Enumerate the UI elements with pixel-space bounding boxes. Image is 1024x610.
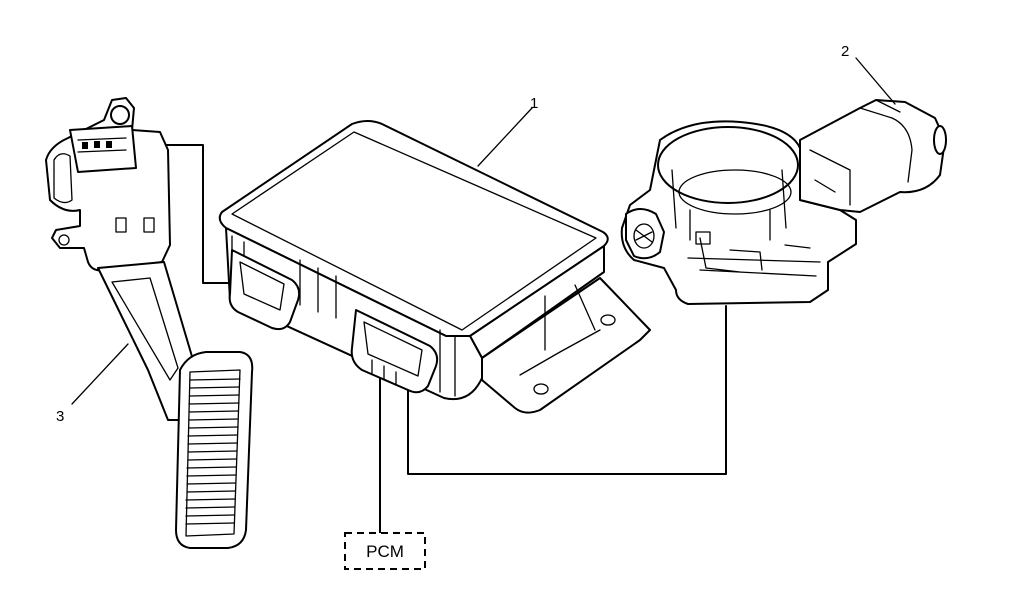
pedal-to-module-wire: [164, 144, 241, 284]
module-to-throttle-wire: [407, 305, 727, 475]
pcm-box: PCM: [344, 532, 426, 570]
control-module-icon: [218, 107, 651, 414]
wiring-lines: [164, 144, 727, 534]
accelerator-pedal-icon: [45, 97, 254, 549]
throttle-body-icon: [620, 57, 947, 305]
callout-3-label: 3: [56, 408, 64, 425]
pedal-pad-ribs: [185, 378, 241, 525]
callout-1-label: 1: [530, 95, 538, 112]
pcm-label: PCM: [366, 542, 404, 561]
callout-2-label: 2: [841, 43, 849, 60]
pcm-dashed-border: [344, 532, 426, 570]
